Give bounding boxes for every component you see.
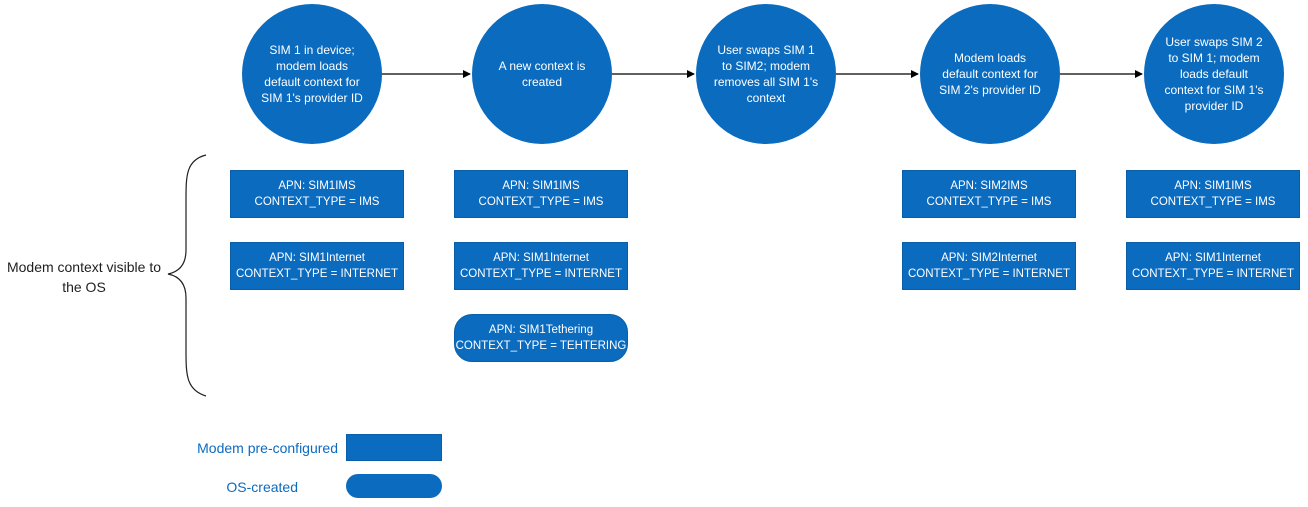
- context-box-os-created: APN: SIM1Tethering CONTEXT_TYPE = TEHTER…: [454, 314, 628, 362]
- context-box-preconfigured: APN: SIM1IMS CONTEXT_TYPE = IMS: [230, 170, 404, 218]
- grouping-brace: [167, 154, 207, 397]
- context-type: CONTEXT_TYPE = INTERNET: [908, 268, 1070, 280]
- context-apn: APN: SIM2IMS: [950, 180, 1028, 192]
- context-apn: APN: SIM2Internet: [941, 252, 1037, 264]
- context-apn: APN: SIM1Internet: [1165, 252, 1261, 264]
- context-box-preconfigured: APN: SIM1IMS CONTEXT_TYPE = IMS: [1126, 170, 1300, 218]
- context-apn: APN: SIM1Internet: [493, 252, 589, 264]
- context-type: CONTEXT_TYPE = IMS: [926, 196, 1052, 208]
- context-apn: APN: SIM1IMS: [502, 180, 580, 192]
- context-apn: APN: SIM1IMS: [278, 180, 356, 192]
- step-5-circle: User swaps SIM 2 to SIM 1; modem loads d…: [1144, 4, 1284, 144]
- context-apn: APN: SIM1Internet: [269, 252, 365, 264]
- step-4-circle: Modem loads default context for SIM 2's …: [920, 4, 1060, 144]
- context-apn: APN: SIM1IMS: [1174, 180, 1252, 192]
- legend-os-created-label: OS-created: [226, 479, 298, 495]
- step-2-circle: A new context is created: [472, 4, 612, 144]
- step-4-text: Modem loads default context for SIM 2's …: [939, 51, 1041, 97]
- legend-preconfigured-swatch: [346, 434, 442, 461]
- brace-label: Modem context visible to the OS: [6, 259, 162, 295]
- context-type: CONTEXT_TYPE = IMS: [478, 196, 604, 208]
- context-box-preconfigured: APN: SIM2IMS CONTEXT_TYPE = IMS: [902, 170, 1076, 218]
- legend-os-created-swatch: [346, 474, 442, 498]
- step-3-text: User swaps SIM 1 to SIM2; modem removes …: [713, 43, 819, 105]
- context-box-preconfigured: APN: SIM1Internet CONTEXT_TYPE = INTERNE…: [1126, 242, 1300, 290]
- context-type: CONTEXT_TYPE = INTERNET: [1132, 268, 1294, 280]
- step-3-circle: User swaps SIM 1 to SIM2; modem removes …: [696, 4, 836, 144]
- step-2-text: A new context is created: [498, 59, 586, 89]
- step-1-circle: SIM 1 in device; modem loads default con…: [242, 4, 382, 144]
- context-type: CONTEXT_TYPE = INTERNET: [460, 268, 622, 280]
- context-box-preconfigured: APN: SIM1Internet CONTEXT_TYPE = INTERNE…: [230, 242, 404, 290]
- step-1-text: SIM 1 in device; modem loads default con…: [261, 43, 363, 105]
- context-box-preconfigured: APN: SIM1IMS CONTEXT_TYPE = IMS: [454, 170, 628, 218]
- context-type: CONTEXT_TYPE = TEHTERING: [455, 340, 627, 352]
- context-type: CONTEXT_TYPE = IMS: [254, 196, 380, 208]
- context-box-preconfigured: APN: SIM2Internet CONTEXT_TYPE = INTERNE…: [902, 242, 1076, 290]
- context-type: CONTEXT_TYPE = IMS: [1150, 196, 1276, 208]
- step-5-text: User swaps SIM 2 to SIM 1; modem loads d…: [1164, 35, 1264, 113]
- context-box-preconfigured: APN: SIM1Internet CONTEXT_TYPE = INTERNE…: [454, 242, 628, 290]
- legend-preconfigured-label: Modem pre-configured: [197, 440, 338, 456]
- context-type: CONTEXT_TYPE = INTERNET: [236, 268, 398, 280]
- context-apn: APN: SIM1Tethering: [488, 324, 594, 336]
